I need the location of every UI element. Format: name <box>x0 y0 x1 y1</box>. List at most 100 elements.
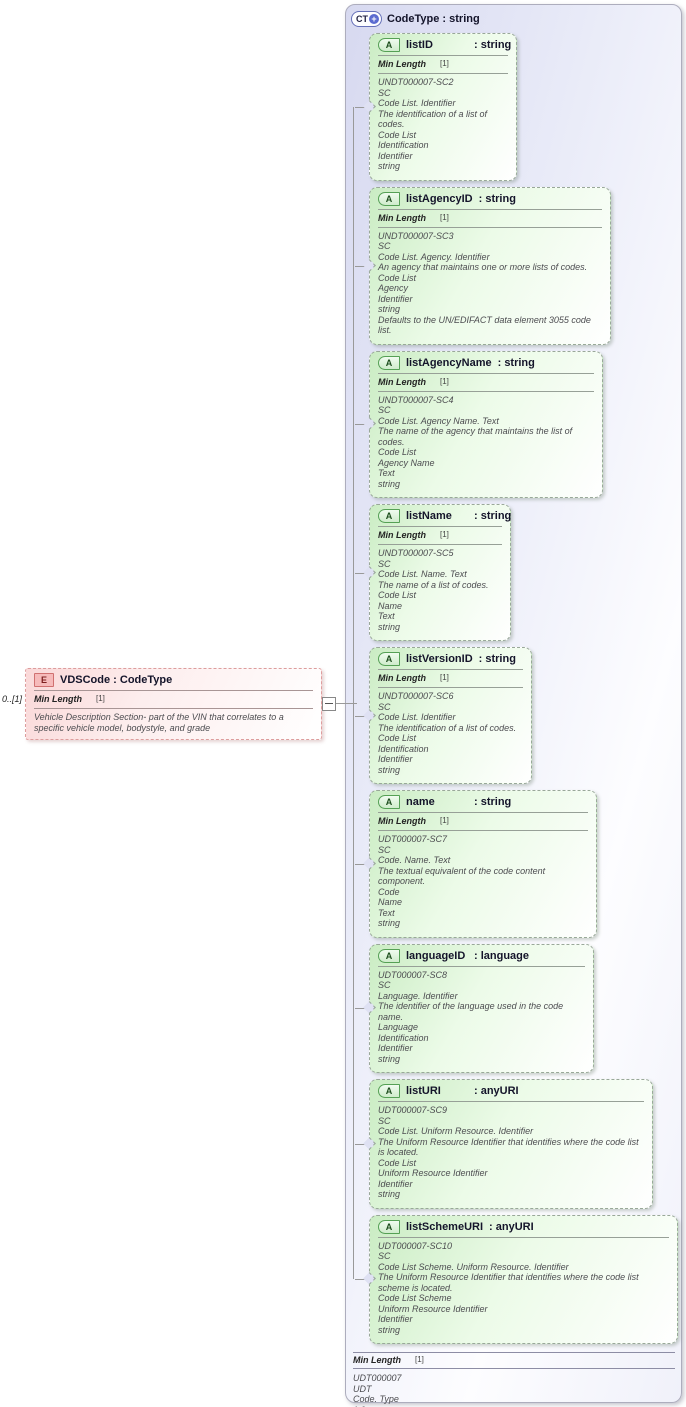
divider <box>378 55 508 56</box>
attribute-box[interactable]: A listAgencyName : string Min Length[1] … <box>355 350 603 498</box>
facet-value: [1] <box>440 212 449 222</box>
annotation-line: SC <box>378 558 391 569</box>
annotation-line: UNDT000007-SC4 <box>378 394 454 405</box>
attribute-icon: A <box>378 509 400 523</box>
element-header: E VDSCode : CodeType <box>34 672 313 688</box>
annotation-line: The textual equivalent of the code conte… <box>378 865 546 887</box>
annotation-line: The Uniform Resource Identifier that ide… <box>378 1136 639 1158</box>
divider <box>34 690 313 691</box>
annotation-line: UDT <box>353 1383 372 1394</box>
annotation-line: Name <box>378 600 403 611</box>
attribute-icon: A <box>378 1084 400 1098</box>
annotation-line: UNDT000007-SC6 <box>378 691 454 701</box>
annotation-line: Code List <box>378 447 417 457</box>
divider <box>378 965 585 967</box>
attribute-icon: A <box>378 652 400 666</box>
annotation-line: Agency <box>378 283 409 293</box>
cardinality-label: 0..[1] <box>2 694 23 704</box>
attribute-header: A languageID : language <box>378 948 585 964</box>
element-box-vdscode[interactable]: E VDSCode : CodeType Min Length[1] Vehic… <box>25 668 322 740</box>
annotation-line: string <box>378 621 401 632</box>
facet-value: [1] <box>440 673 449 682</box>
facet-name: Min Length <box>378 816 426 826</box>
annotation-line: UDT000007-SC10 <box>378 1240 453 1251</box>
attribute-name: listURI <box>406 1085 441 1097</box>
attribute-name: listAgencyName <box>406 356 492 369</box>
complextype-title: CodeType : string <box>387 13 480 25</box>
attribute-header: A name : string <box>378 794 588 810</box>
annotation-line: UDT000007-SC9 <box>378 1105 448 1115</box>
annotation-line: An agency that maintains one or more lis… <box>378 262 588 272</box>
facet-value: [1] <box>440 59 449 68</box>
attribute-name: listSchemeURI <box>406 1220 484 1233</box>
attribute-name: languageID <box>406 949 466 962</box>
annotation-line: Text <box>378 907 395 918</box>
element-connector-line <box>336 703 357 704</box>
divider <box>378 208 602 210</box>
annotation-line: Code. Type <box>353 1394 399 1404</box>
divider <box>378 1236 669 1238</box>
element-title: VDSCode : CodeType <box>60 674 173 686</box>
facet-value: [1] <box>415 1355 424 1364</box>
divider <box>34 708 313 709</box>
facet-value: [1] <box>96 694 105 703</box>
attribute-box[interactable]: A name : string Min Length[1] UDT000007-… <box>355 790 597 938</box>
attribute-type: : string <box>478 653 516 665</box>
element-annotation: Vehicle Description Section- part of the… <box>34 712 284 733</box>
attribute-name: name <box>406 796 435 808</box>
attribute-box[interactable]: A listAgencyID : string Min Length[1] UN… <box>355 186 611 345</box>
annotation-line: Defaults to the UN/EDIFACT data element … <box>378 314 591 336</box>
annotation-line: SC <box>378 1115 391 1126</box>
annotation-line: string <box>378 161 401 171</box>
divider <box>378 830 588 831</box>
annotation-line: Identifier <box>378 1178 413 1189</box>
annotation-line: Identifier <box>378 1043 413 1053</box>
attribute-box[interactable]: A listVersionID : string Min Length[1] U… <box>355 647 532 784</box>
annotation-line: Language <box>378 1022 419 1032</box>
divider <box>378 372 594 374</box>
collapse-toggle[interactable] <box>322 697 336 711</box>
annotation-line: SC <box>378 701 391 712</box>
annotation-line: Code List <box>378 272 417 283</box>
attribute-box[interactable]: A listID : string Min Length[1] UNDT0000… <box>355 33 517 181</box>
annotation-line: string <box>378 918 401 928</box>
attribute-type: : anyURI <box>474 1085 519 1097</box>
annotation-line: Code List. Agency. Identifier <box>378 251 490 262</box>
attribute-box[interactable]: A listName : string Min Length[1] UNDT00… <box>355 504 512 641</box>
annotation-line: Identification <box>378 1032 429 1043</box>
annotation-line: The identification of a list of codes. <box>378 108 488 130</box>
annotation-line: Identification <box>378 140 429 150</box>
annotation-line: The Uniform Resource Identifier that ide… <box>378 1272 639 1293</box>
annotation-line: Text <box>378 611 395 621</box>
annotation-line: UDT000007 <box>353 1373 402 1383</box>
annotation-line: Code List <box>378 733 417 743</box>
attribute-type: : string <box>474 510 512 522</box>
facet-name: Min Length <box>378 376 426 387</box>
annotation-line: Code List. Name. Text <box>378 569 467 579</box>
annotation-line: Code List <box>378 129 417 140</box>
annotation-line: Code List. Identifier <box>378 98 456 108</box>
annotation-line: Code List <box>378 590 417 600</box>
attribute-type: : string <box>474 39 512 51</box>
attribute-facet: Min Length[1] <box>378 58 508 71</box>
annotation-line: SC <box>378 844 391 855</box>
annotation-line: Identifier <box>378 754 413 764</box>
annotation-line: string <box>378 478 401 489</box>
tree-line <box>353 106 354 1280</box>
divider <box>378 226 602 228</box>
annotation-line: Code List. Uniform Resource. Identifier <box>378 1126 534 1136</box>
attribute-header: A listSchemeURI : anyURI <box>378 1219 669 1235</box>
complextype-box-codetype[interactable]: CT+ CodeType : string A listID : string … <box>345 4 682 1407</box>
annotation-line: Code List. Agency Name. Text <box>378 415 499 426</box>
annotation-line: The identification of a list of codes. <box>378 722 517 733</box>
attribute-name: listID <box>406 39 433 51</box>
divider <box>378 687 523 688</box>
